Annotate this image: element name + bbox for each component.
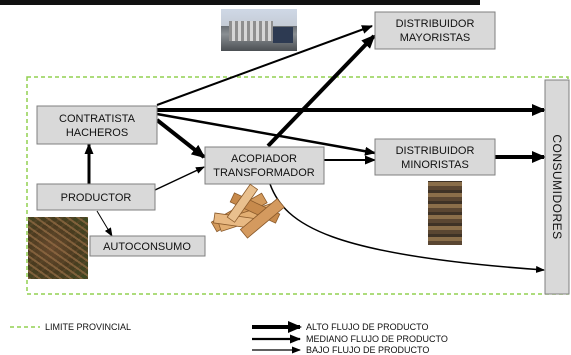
acopiador-label-line1: ACOPIADOR	[231, 153, 297, 165]
node-consumidores: CONSUMIDORES	[544, 79, 570, 295]
legend-bajo-label: BAJO FLUJO DE PRODUCTO	[306, 345, 429, 355]
legend-alto-label: ALTO FLUJO DE PRODUCTO	[306, 322, 429, 332]
node-contratista: CONTRATISTA HACHEROS	[36, 105, 158, 145]
arrow-contratista-acopiador	[155, 118, 206, 159]
acopiador-label-line2: TRANSFORMADOR	[213, 167, 315, 179]
contratista-label-line2: HACHEROS	[66, 127, 128, 139]
wood-stack-photo	[428, 181, 462, 245]
arrow-productor-autoconsumo	[96, 210, 113, 237]
brushwood-photo	[28, 217, 88, 279]
node-autoconsumo: AUTOCONSUMO	[89, 235, 206, 257]
consumidores-label: CONSUMIDORES	[550, 134, 564, 239]
firewood-pile-image	[210, 183, 285, 239]
arrow-acopiador-consumidores	[269, 183, 545, 273]
node-productor: PRODUCTOR	[36, 183, 156, 211]
autoconsumo-label: AUTOCONSUMO	[103, 241, 191, 253]
legend: LIMITE PROVINCIAL ALTO FLUJO DE PRODUCTO…	[10, 321, 448, 355]
provincial-boundary	[26, 76, 569, 295]
arrow-contratista-minoristas	[156, 112, 376, 156]
top-rule	[0, 0, 480, 5]
legend-limite-label: LIMITE PROVINCIAL	[45, 322, 131, 332]
mayoristas-label-line2: MAYORISTAS	[400, 32, 471, 44]
minoristas-label-line2: MINORISTAS	[401, 159, 469, 171]
productor-label: PRODUCTOR	[61, 192, 132, 204]
arrow-productor-acopiador	[154, 166, 205, 191]
node-mayoristas: DISTRIBUIDOR MAYORISTAS	[374, 11, 496, 50]
node-minoristas: DISTRIBUIDOR MINORISTAS	[374, 138, 496, 176]
arrow-acopiador-mayoristas	[266, 34, 376, 148]
node-acopiador: ACOPIADOR TRANSFORMADOR	[204, 146, 325, 185]
contratista-label-line1: CONTRATISTA	[59, 113, 136, 125]
arrow-contratista-mayoristas	[156, 25, 373, 106]
legend-mediano-label: MEDIANO FLUJO DE PRODUCTO	[306, 334, 448, 344]
minoristas-label-line1: DISTRIBUIDOR	[396, 145, 475, 157]
mayoristas-label-line1: DISTRIBUIDOR	[396, 18, 475, 30]
truck-photo	[221, 9, 297, 51]
